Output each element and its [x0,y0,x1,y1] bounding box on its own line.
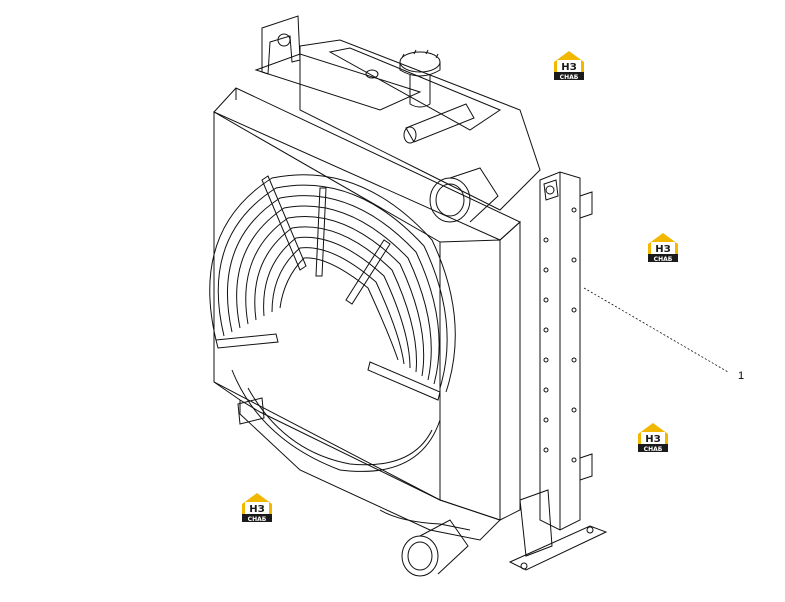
svg-text:НЗ: НЗ [249,504,264,515]
fan-guard [209,174,456,401]
watermark-logo: НЗ СНАБ [644,230,682,264]
top-mounting-bracket [254,15,422,111]
svg-text:СНАБ: СНАБ [248,516,267,523]
fan-shroud-ring [231,369,441,472]
radiator-shroud [213,87,521,521]
house-logo-icon: НЗ СНАБ [554,51,584,81]
top-tank [299,39,541,211]
watermark-logo: НЗ СНАБ [634,420,672,454]
svg-text:СНАБ: СНАБ [644,446,663,453]
filler-cap [399,49,441,108]
callout-label-1: 1 [738,370,745,382]
house-logo-icon: НЗ СНАБ [648,233,678,263]
upper-outlet [429,167,499,223]
overflow-pipe [403,103,475,144]
side-frame-post [539,171,593,531]
house-logo-icon: НЗ СНАБ [242,493,272,523]
svg-text:СНАБ: СНАБ [654,256,673,263]
watermark-logo: НЗ СНАБ [238,490,276,524]
svg-text:НЗ: НЗ [561,62,576,73]
lower-left-bracket [237,397,265,425]
svg-text:СНАБ: СНАБ [560,74,579,81]
bottom-tank [239,399,501,577]
svg-text:НЗ: НЗ [645,434,660,445]
house-logo-icon: НЗ СНАБ [638,423,668,453]
watermark-logo: НЗ СНАБ [550,48,588,82]
svg-text:НЗ: НЗ [655,244,670,255]
bottom-mounting-foot [508,489,608,571]
callout-leader [583,287,729,373]
